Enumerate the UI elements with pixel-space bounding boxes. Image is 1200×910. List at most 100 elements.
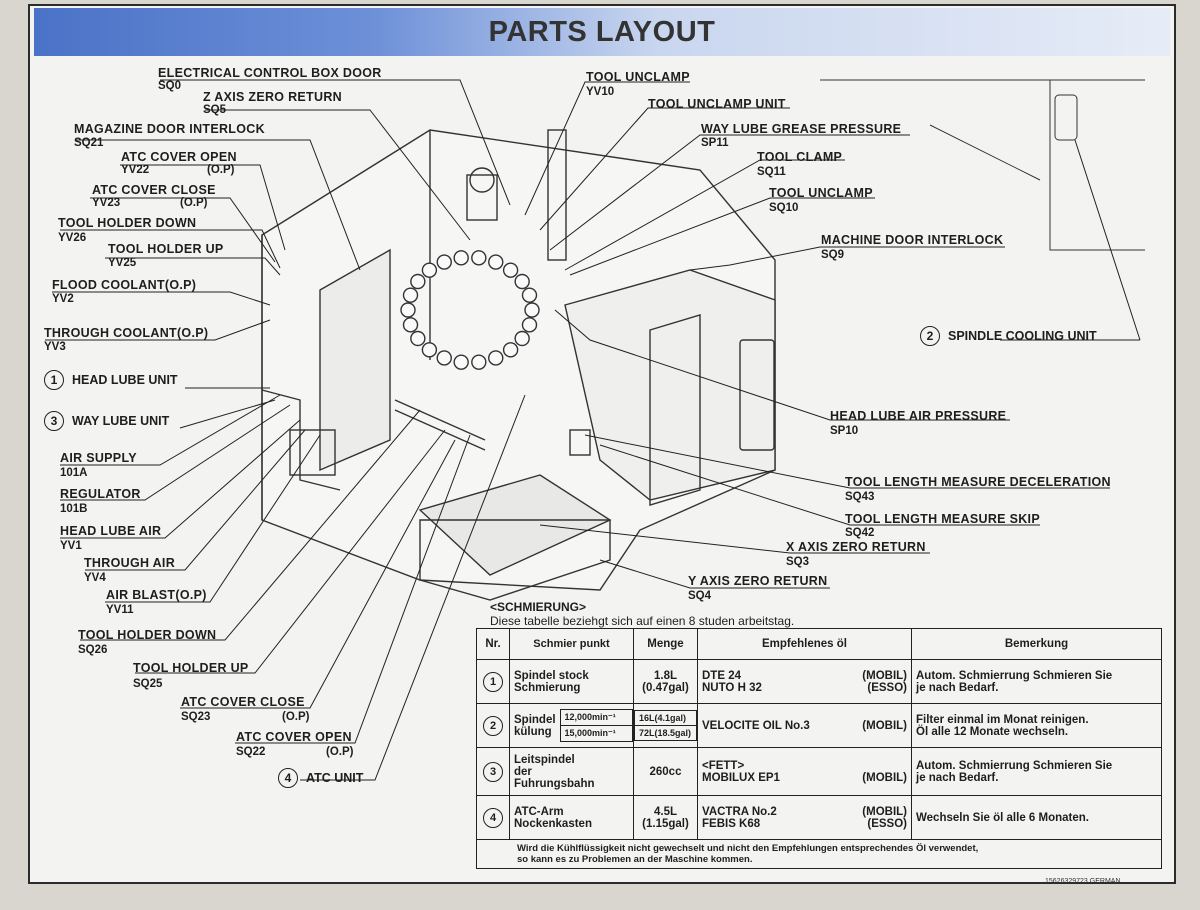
row-oil: VACTRA No.2 xyxy=(702,805,777,818)
sub-menge: 16L(4.1gal) xyxy=(634,710,697,726)
tool-pocket xyxy=(471,354,487,370)
row-brand: (MOBIL) xyxy=(862,719,907,732)
row-number: 1 xyxy=(483,671,503,692)
label-through-air: THROUGH AIR xyxy=(84,556,176,570)
row-note: Filter einmal im Monat reinigen. xyxy=(916,713,1089,726)
code-yv22: YV22 xyxy=(121,164,150,176)
col-menge: Menge xyxy=(633,628,698,660)
row-point: Spindel xyxy=(514,713,556,726)
code-sp11: SP11 xyxy=(701,137,729,149)
tool-pocket xyxy=(410,273,426,290)
row-point: Spindel stock xyxy=(514,669,589,682)
label-tool-length-measure-deceleration: TOOL LENGTH MEASURE DECELERATION xyxy=(845,475,1111,489)
row-point: külung xyxy=(514,725,552,738)
code-sq5: SQ5 xyxy=(203,104,227,116)
row-point: Leitspindel xyxy=(514,753,575,766)
unit-number-4: 4 xyxy=(278,768,298,788)
row-point: Nockenkasten xyxy=(514,817,592,830)
tool-pocket xyxy=(400,302,416,318)
code-yv26: YV26 xyxy=(58,232,87,244)
tool-pocket xyxy=(524,302,540,318)
row-number: 3 xyxy=(483,761,503,782)
col-schmier-punkt: Schmier punkt xyxy=(509,628,634,660)
code-sq23: SQ23 xyxy=(181,711,211,723)
label-head-lube-air: HEAD LUBE AIR xyxy=(60,524,162,538)
label-air-blast: AIR BLAST(O.P) xyxy=(106,588,207,602)
code-sq9: SQ9 xyxy=(821,249,845,261)
unit-name-head-lube: HEAD LUBE UNIT xyxy=(72,373,178,387)
label-tool-unclamp-valve: TOOL UNCLAMP xyxy=(586,70,690,84)
code-yv25: YV25 xyxy=(108,257,137,269)
row-oil: NUTO H 32 xyxy=(702,681,762,694)
sub-speed: 12,000min⁻¹ xyxy=(559,709,634,726)
label-atc-cover-open-switch: ATC COVER OPEN xyxy=(236,730,352,744)
code-yv1: YV1 xyxy=(60,540,82,552)
leader-lines xyxy=(45,79,1141,781)
code-yv3: YV3 xyxy=(44,341,66,353)
code-yv11: YV11 xyxy=(106,604,134,616)
code-sq22: SQ22 xyxy=(236,746,266,758)
opt-sq22: (O.P) xyxy=(326,746,354,758)
unit-name-spindle-cooling: SPINDLE COOLING UNIT xyxy=(948,329,1097,343)
opt-yv22: (O.P) xyxy=(207,164,235,176)
row-note: je nach Bedarf. xyxy=(916,771,999,784)
label-magazine-door-interlock: MAGAZINE DOOR INTERLOCK xyxy=(74,122,265,136)
atc-magazine xyxy=(400,250,540,370)
label-electrical-control-box-door: ELECTRICAL CONTROL BOX DOOR xyxy=(158,66,382,80)
unit-number-3: 3 xyxy=(44,411,64,431)
row-brand: (ESSO) xyxy=(867,817,907,830)
opt-yv23: (O.P) xyxy=(180,197,208,209)
label-z-axis-zero-return: Z AXIS ZERO RETURN xyxy=(203,90,342,104)
label-tool-holder-up-switch: TOOL HOLDER UP xyxy=(133,661,249,675)
code-sq10: SQ10 xyxy=(769,202,799,214)
row-oil: MOBILUX EP1 xyxy=(702,771,780,784)
code-sq26: SQ26 xyxy=(78,644,108,656)
row-menge: 1.8L xyxy=(653,669,677,682)
unit-spindle-cooling: 2 SPINDLE COOLING UNIT xyxy=(920,326,1097,346)
label-y-axis-zero-return: Y AXIS ZERO RETURN xyxy=(688,574,828,588)
label-air-supply: AIR SUPPLY xyxy=(60,451,137,465)
tool-pocket xyxy=(421,262,438,278)
code-sq4: SQ4 xyxy=(688,590,712,602)
label-head-lube-air-pressure: HEAD LUBE AIR PRESSURE xyxy=(830,409,1007,423)
label-through-coolant: THROUGH COOLANT(O.P) xyxy=(44,326,209,340)
label-tool-holder-down-switch: TOOL HOLDER DOWN xyxy=(78,628,217,642)
tool-pocket xyxy=(502,342,519,358)
unit-number-2: 2 xyxy=(920,326,940,346)
code-yv4: YV4 xyxy=(84,572,106,584)
code-101b: 101B xyxy=(60,503,88,515)
row-oil: <FETT> xyxy=(702,759,745,772)
tool-pocket xyxy=(402,287,419,303)
label-tool-holder-up-valve: TOOL HOLDER UP xyxy=(108,242,224,256)
code-sq3: SQ3 xyxy=(786,556,810,568)
tool-pocket xyxy=(521,317,538,333)
row-brand: (MOBIL) xyxy=(862,771,907,784)
tool-pocket xyxy=(436,350,452,366)
code-sq43: SQ43 xyxy=(845,491,875,503)
row-point: Fuhrungsbahn xyxy=(514,777,595,790)
row-point: Schmierung xyxy=(514,681,581,694)
tool-pocket xyxy=(502,262,519,278)
unit-way-lube: 3 WAY LUBE UNIT xyxy=(44,411,169,431)
col-nr: Nr. xyxy=(476,628,510,660)
lube-subheading: Diese tabelle beziehgt sich auf einen 8 … xyxy=(490,614,795,628)
code-yv23: YV23 xyxy=(92,197,121,209)
tool-pocket xyxy=(410,330,426,347)
label-machine-door-interlock: MACHINE DOOR INTERLOCK xyxy=(821,233,1004,247)
code-sq0: SQ0 xyxy=(158,80,182,92)
col-empfehlenes-oel: Empfehlenes öl xyxy=(697,628,912,660)
tool-pocket xyxy=(471,250,487,266)
code-sq21: SQ21 xyxy=(74,137,104,149)
opt-sq23: (O.P) xyxy=(282,711,310,723)
code-sq11: SQ11 xyxy=(757,166,786,178)
label-way-lube-grease-pressure: WAY LUBE GREASE PRESSURE xyxy=(701,122,902,136)
row-note: Öl alle 12 Monate wechseln. xyxy=(916,725,1069,738)
title-bar: PARTS LAYOUT xyxy=(34,8,1170,56)
col-bemerkung: Bemerkung xyxy=(911,628,1162,660)
tool-pocket xyxy=(453,354,469,370)
